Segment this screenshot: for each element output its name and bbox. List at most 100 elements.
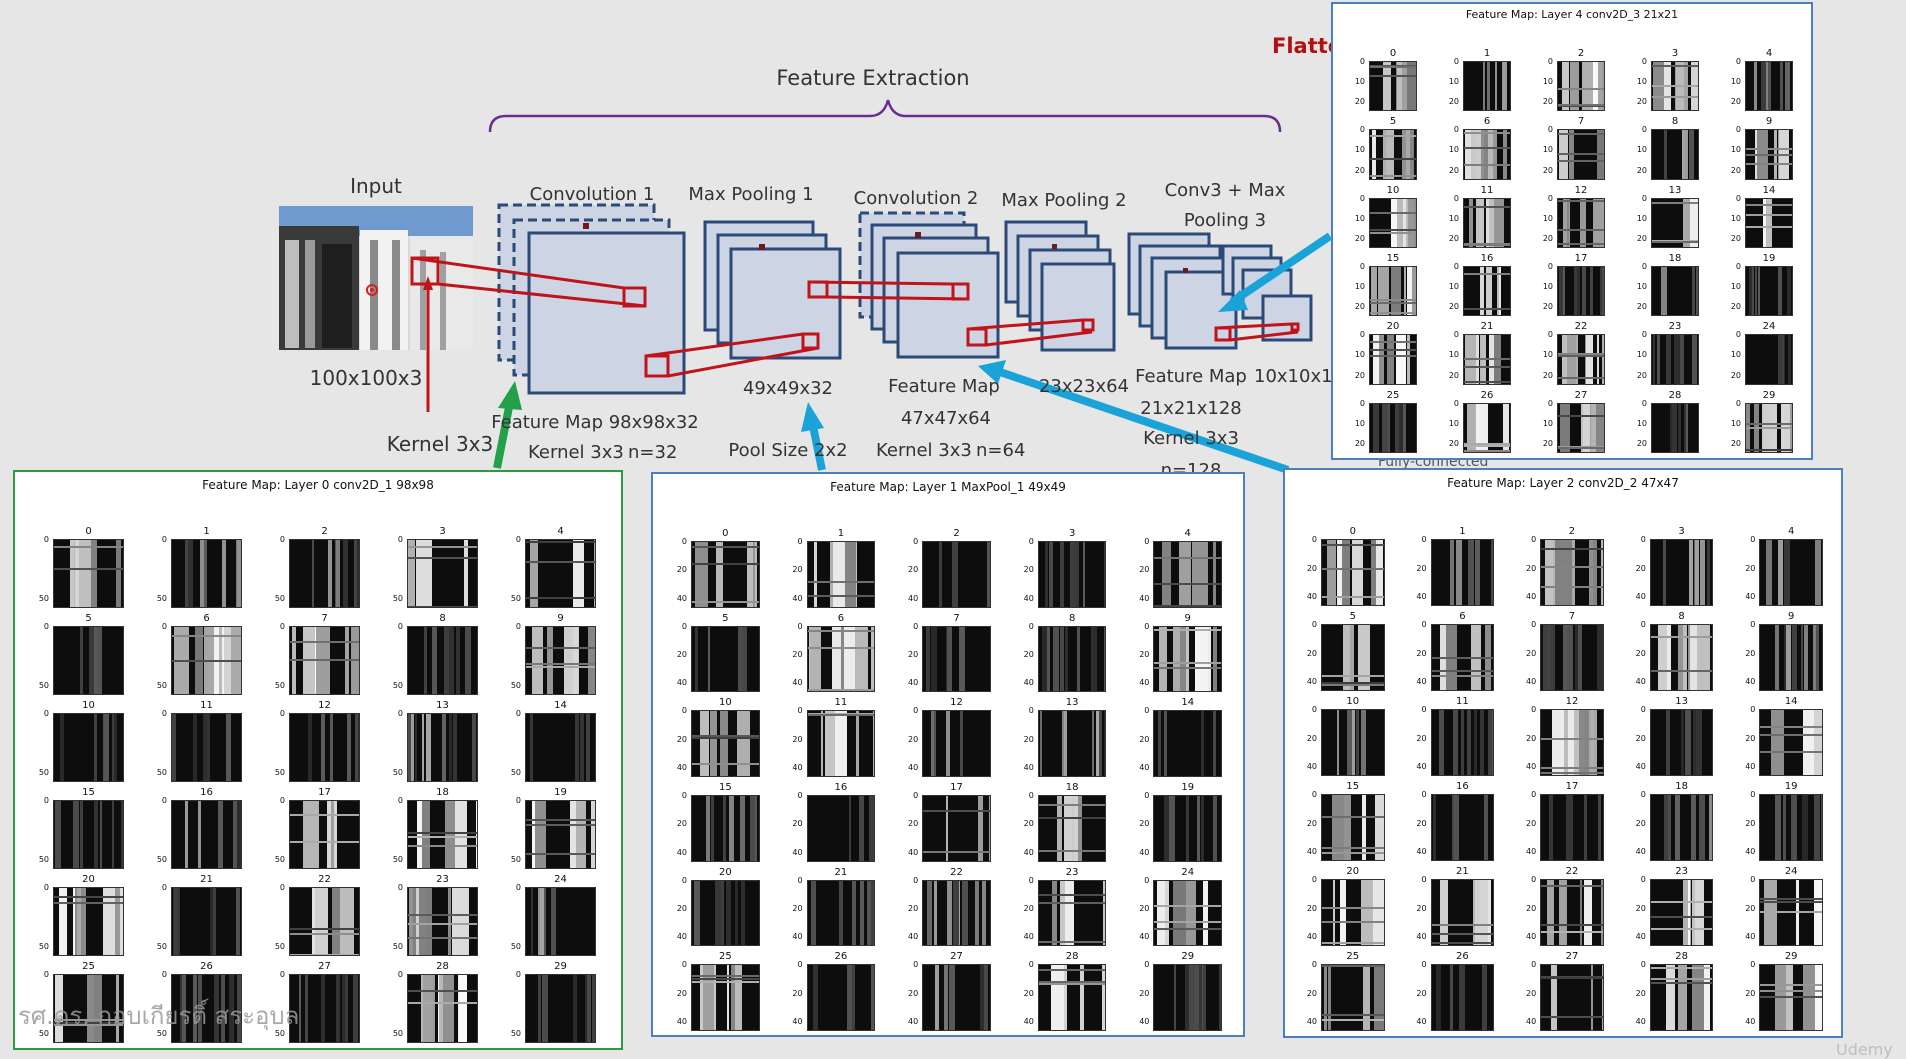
feature-map-index: 29 [554,961,567,972]
feature-map-image [1369,61,1417,112]
y-tick-label: 0 [1641,262,1647,271]
y-tick-label: 20 [1448,370,1459,380]
feature-map-index: 6 [1483,116,1491,128]
y-tick-label: 10 [1636,145,1647,155]
y-tick-label: 40 [1635,762,1646,771]
y-tick-label: 0 [279,796,285,805]
y-tick-label: 10 [1730,145,1741,155]
feature-map-image [407,974,478,1043]
y-tick-label: 40 [1416,762,1427,771]
feature-map-image [53,539,124,608]
feature-map-index: 10 [718,697,732,709]
y-tick-label: 50 [274,768,285,777]
feature-map-image [53,974,124,1043]
feature-map-index: 3 [1678,526,1685,537]
y-tick-label: 20 [908,565,919,575]
feature-map-image [1321,879,1385,946]
y-tick-label: 20 [1139,903,1150,913]
y-tick-label: 20 [1635,733,1646,743]
y-tick-label: 0 [1640,790,1646,799]
y-tick-label: 20 [1139,565,1150,575]
y-tick-label: 10 [1448,418,1459,428]
feature-map-index: 16 [200,787,213,798]
feature-map-image [407,626,478,695]
y-tick-label: 0 [1641,398,1647,408]
feature-map-image [806,964,876,1031]
y-tick-label: 10 [1542,350,1553,360]
feature-map-index: 9 [1788,611,1795,622]
y-tick-label: 40 [1745,1017,1756,1026]
feature-map-index: 22 [1565,866,1579,877]
feature-map-image [691,541,760,608]
feature-map-image [691,625,760,693]
feature-map-index: 20 [718,866,732,878]
y-tick-label: 0 [397,709,403,718]
input-kernel: Kernel 3x3 [386,432,494,456]
feature-map-index: 0 [85,526,92,537]
feature-map-index: 14 [1762,184,1776,196]
author-watermark: รศ.ดร. กอบเกียรติ์ สระอุบล [18,1002,300,1030]
feature-map-index: 27 [318,961,331,972]
feature-map-image [1745,334,1793,385]
conv3-size: 21x21x128 [1140,398,1242,419]
feature-map-image [171,539,242,608]
feature-map-index: 15 [1346,781,1360,792]
y-tick-label: 10 [1448,350,1459,360]
y-tick-label: 50 [510,855,521,864]
y-tick-label: 50 [156,594,167,603]
feature-map-index: 24 [1181,866,1195,878]
y-tick-label: 40 [1635,1017,1646,1026]
y-tick-label: 50 [274,942,285,951]
feature-map-index: 4 [1184,528,1191,539]
y-tick-label: 40 [792,762,803,772]
y-tick-label: 0 [515,883,521,892]
y-tick-label: 20 [1416,563,1427,573]
feature-map-index: 14 [1181,697,1195,709]
feature-map-index: 22 [1574,321,1588,333]
y-tick-label: 0 [1547,125,1553,135]
feature-map-image [1153,879,1223,947]
feature-map-index: 26 [1456,951,1469,962]
y-tick-label: 50 [392,768,403,777]
feature-map-image [1369,266,1417,317]
feature-map-index: 25 [1386,389,1400,401]
feature-map-image [289,887,360,956]
y-tick-label: 0 [1359,262,1365,271]
y-tick-label: 40 [1526,847,1537,856]
y-tick-label: 0 [1641,330,1647,340]
y-tick-label: 0 [1359,330,1365,340]
feature-map-index: 25 [718,951,732,963]
conv3-title-line1: Conv3 + Max [1164,180,1286,201]
y-tick-label: 0 [1028,621,1034,631]
feature-map-index: 4 [557,526,564,537]
y-tick-label: 0 [397,970,403,979]
feature-map-image [1745,197,1793,248]
feature-map-index: 15 [82,787,95,798]
feature-map-index: 27 [1565,951,1579,962]
y-tick-label: 0 [1453,57,1459,66]
y-tick-label: 0 [1311,790,1317,799]
feature-map-index: 25 [1346,951,1360,962]
y-tick-label: 20 [1023,819,1034,829]
feature-map-index: 1 [837,528,845,539]
feature-map-index: 21 [1480,321,1494,333]
y-tick-label: 20 [908,903,919,913]
feature-map-index: 25 [82,961,95,972]
y-tick-label: 0 [515,796,521,805]
feature-map-index: 9 [1184,612,1191,624]
